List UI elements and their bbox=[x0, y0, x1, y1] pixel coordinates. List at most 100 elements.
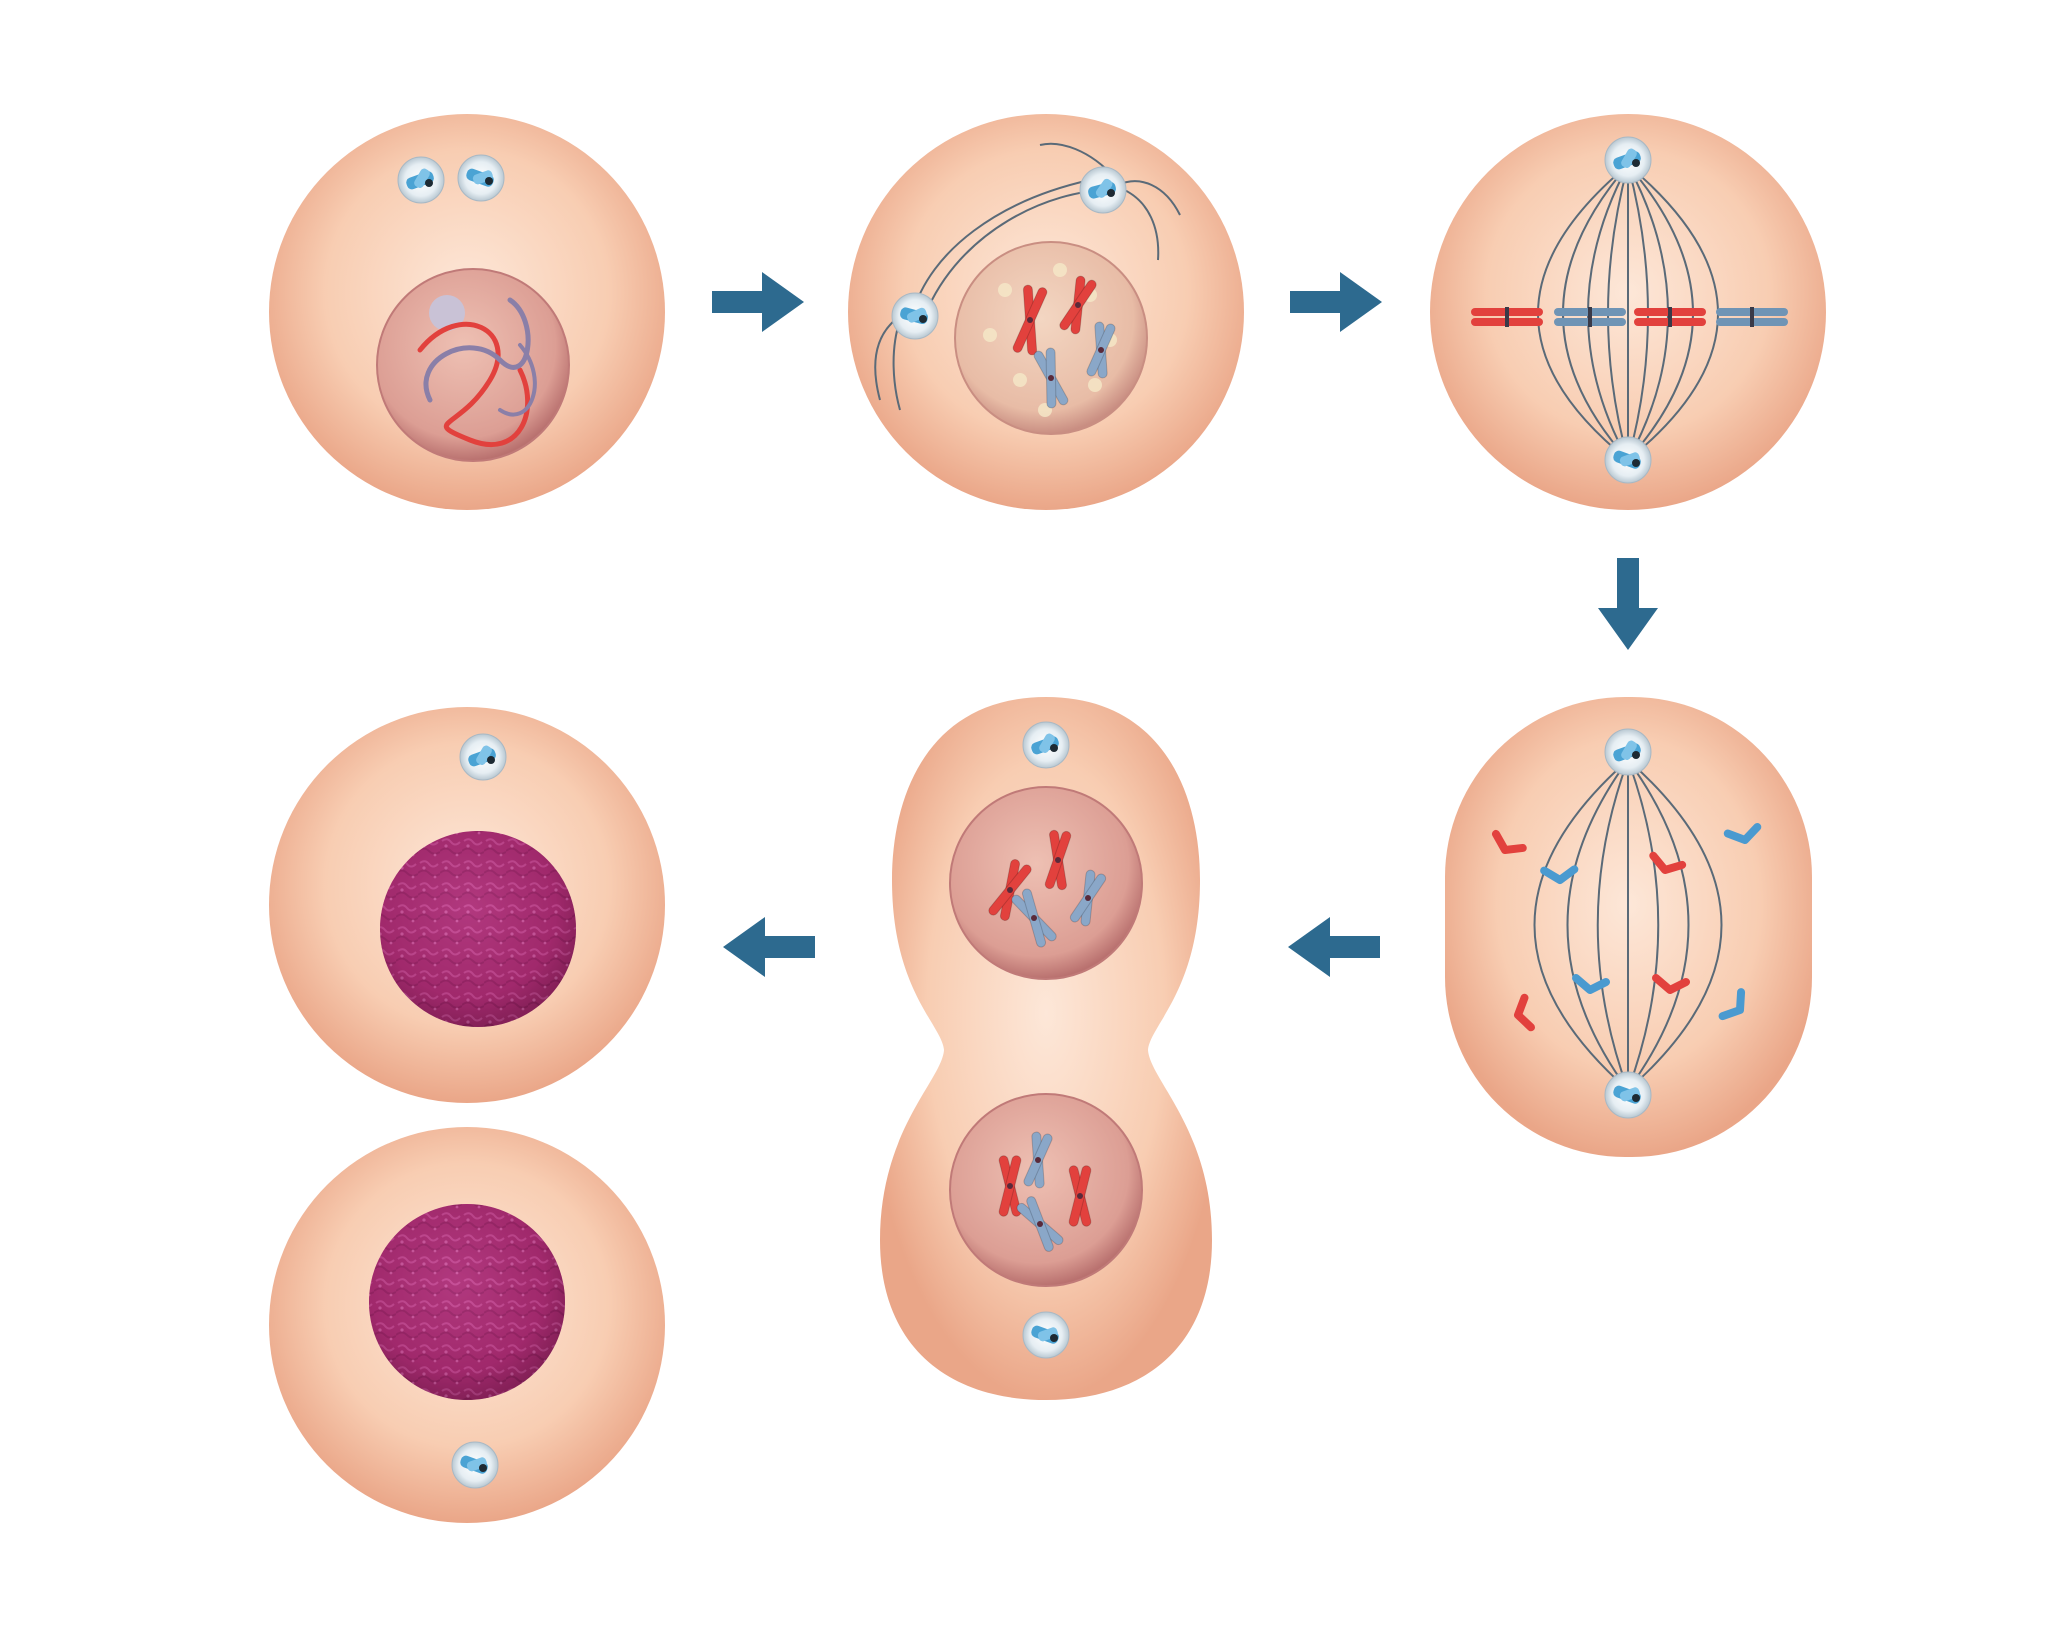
chromatin-strand bbox=[498, 343, 537, 417]
chromatid-arm bbox=[1540, 865, 1579, 884]
centromere bbox=[1035, 1157, 1041, 1163]
nucleus-bottom bbox=[949, 1093, 1143, 1287]
chromosome bbox=[998, 1155, 1022, 1217]
centriole-cylinder bbox=[414, 168, 430, 188]
chromatid bbox=[1491, 829, 1527, 854]
stage-telophase bbox=[880, 697, 1212, 1400]
chromosome bbox=[1716, 307, 1788, 327]
chromatid bbox=[1540, 865, 1579, 884]
centriole-cylinder bbox=[1621, 148, 1637, 168]
centriole-end bbox=[1050, 744, 1058, 752]
centriole-end bbox=[919, 315, 927, 323]
nucleus bbox=[376, 268, 570, 462]
spindle-fiber bbox=[874, 319, 896, 401]
arrow-left-icon bbox=[723, 917, 815, 977]
arrow-shape bbox=[1598, 558, 1658, 650]
stage-interphase bbox=[269, 114, 665, 510]
chromosome bbox=[1012, 284, 1048, 356]
chromosome bbox=[988, 858, 1032, 922]
chromatid-arm bbox=[1514, 993, 1535, 1032]
spindle-fiber bbox=[1596, 759, 1629, 1091]
centromere bbox=[1075, 302, 1081, 308]
spindle-fiber bbox=[1627, 759, 1690, 1091]
centrosome-icon bbox=[457, 154, 505, 202]
chromatid bbox=[1649, 851, 1687, 874]
centrosome-icon bbox=[1022, 1311, 1070, 1359]
spindle-fiber bbox=[1533, 759, 1629, 1091]
centriole-end bbox=[1107, 189, 1115, 197]
centriole-end bbox=[1632, 1094, 1640, 1102]
stage-daughter-cells bbox=[269, 707, 665, 1523]
centrosome-icon bbox=[1079, 166, 1127, 214]
centrosome-icon bbox=[1604, 1071, 1652, 1119]
arrow-right-icon bbox=[712, 272, 804, 332]
chromatid-arm bbox=[1718, 988, 1746, 1021]
chromosome bbox=[1016, 1196, 1064, 1252]
centromere bbox=[1007, 887, 1013, 893]
chromatin-texture bbox=[369, 1204, 565, 1400]
envelope-fragment bbox=[998, 283, 1012, 297]
chromatid-arm bbox=[1649, 851, 1687, 874]
centrosome-icon bbox=[397, 156, 445, 204]
arrow-down-icon bbox=[1598, 558, 1658, 650]
chromatid-arm bbox=[1572, 974, 1610, 994]
spindle-fiber bbox=[1627, 759, 1660, 1091]
centriole-end bbox=[1632, 159, 1640, 167]
centromere bbox=[1027, 317, 1033, 323]
centriole-cylinder bbox=[1039, 733, 1055, 753]
envelope-fragment bbox=[1088, 378, 1102, 392]
centromere bbox=[1007, 1183, 1013, 1189]
centromere bbox=[1031, 915, 1037, 921]
chromatin-strand bbox=[423, 297, 531, 403]
centrosome-icon bbox=[459, 733, 507, 781]
chromosome bbox=[1086, 321, 1116, 379]
centromere bbox=[1098, 347, 1104, 353]
arrow-shape bbox=[723, 917, 815, 977]
centromere bbox=[1055, 857, 1061, 863]
chromosome bbox=[1059, 275, 1097, 335]
centriole-cylinder bbox=[1095, 178, 1113, 198]
centriole-end bbox=[1050, 1334, 1058, 1342]
chromosome bbox=[1023, 1131, 1053, 1189]
chromosome bbox=[1069, 869, 1107, 927]
loose-chromatin bbox=[417, 297, 537, 448]
envelope-fragment bbox=[983, 328, 997, 342]
arrow-shape bbox=[1288, 917, 1380, 977]
centromere bbox=[1048, 375, 1054, 381]
centromere bbox=[1505, 307, 1509, 327]
chromosome bbox=[1068, 1165, 1092, 1227]
centriole-end bbox=[487, 756, 495, 764]
centrosome-icon bbox=[1604, 136, 1652, 184]
centrosome-icon bbox=[451, 1441, 499, 1489]
arrow-shape bbox=[1290, 272, 1382, 332]
chromatid bbox=[1723, 823, 1762, 844]
chromatid-arm bbox=[1723, 823, 1762, 844]
arrow-right-icon bbox=[1290, 272, 1382, 332]
centromere bbox=[1037, 1221, 1043, 1227]
chromosome bbox=[1011, 888, 1057, 948]
spindle-fibers bbox=[1533, 759, 1723, 1091]
centrosome-icon bbox=[1604, 436, 1652, 484]
centromere bbox=[1668, 307, 1672, 327]
chromosome bbox=[1044, 829, 1072, 891]
centromere bbox=[1077, 1193, 1083, 1199]
chromatid bbox=[1514, 993, 1535, 1032]
spindle-fiber bbox=[1119, 187, 1160, 261]
arrow-shape bbox=[712, 272, 804, 332]
centriole-end bbox=[1632, 459, 1640, 467]
nucleolus bbox=[429, 295, 465, 331]
envelope-fragment bbox=[1013, 373, 1027, 387]
centriole-end bbox=[479, 1464, 487, 1472]
centrosome-icon bbox=[1022, 721, 1070, 769]
stage-prophase bbox=[848, 114, 1244, 510]
arrow-left-icon bbox=[1288, 917, 1380, 977]
chromatid-arm bbox=[1652, 974, 1690, 994]
chromosome bbox=[1554, 307, 1626, 327]
chromatid bbox=[1652, 974, 1690, 994]
centromere bbox=[1750, 307, 1754, 327]
chromatid bbox=[1572, 974, 1610, 994]
centriole-cylinder bbox=[1621, 740, 1637, 760]
stage-anaphase bbox=[1445, 697, 1812, 1157]
chromosome bbox=[1634, 307, 1706, 327]
